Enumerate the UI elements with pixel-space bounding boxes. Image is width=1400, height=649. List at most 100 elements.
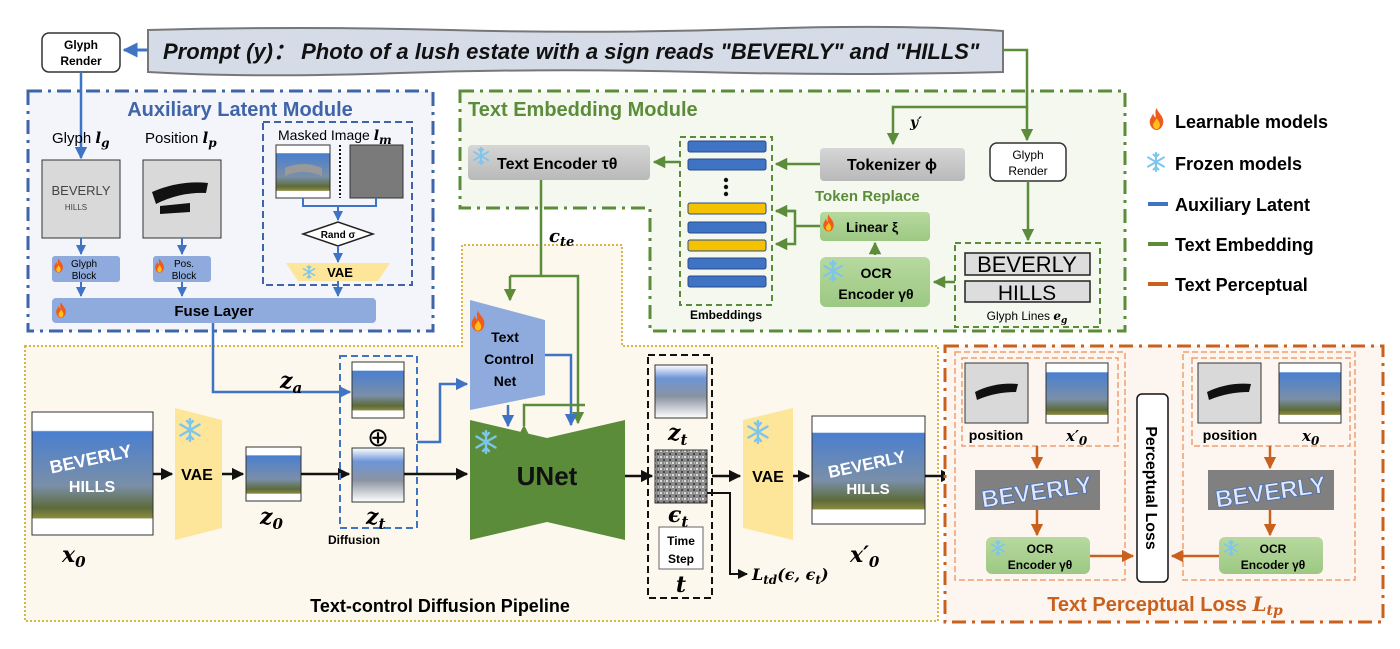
glyph-image-text: BEVERLY	[51, 183, 110, 198]
x0-prime-small-image	[1045, 362, 1109, 424]
svg-text:Glyph Lines eg: Glyph Lines eg	[987, 309, 1068, 326]
unet: UNet	[470, 420, 625, 540]
svg-text:Glyph: Glyph	[1012, 148, 1043, 162]
masked-image-label: Masked Image lm	[278, 127, 392, 147]
x0-small-label: x0	[1301, 427, 1320, 448]
fire-icon	[1149, 108, 1164, 130]
svg-text:Text: Text	[491, 329, 519, 345]
svg-text:UNet: UNet	[517, 461, 578, 491]
svg-text:Encoder γθ: Encoder γθ	[1008, 558, 1073, 572]
text-control-net: Text Control Net	[470, 300, 545, 410]
svg-text:Perceptual Loss: Perceptual Loss	[1142, 426, 1159, 550]
x0-small-image	[1278, 362, 1342, 424]
eps-label: ϵt	[668, 502, 688, 531]
svg-text:HILLS: HILLS	[998, 282, 1056, 305]
legend-text-perceptual: Text Perceptual	[1175, 275, 1308, 295]
crop-image-left	[975, 470, 1100, 510]
y-prime-label: y′	[909, 115, 922, 131]
embedding-row-yellow	[687, 239, 767, 252]
svg-text:OCR: OCR	[1260, 542, 1287, 556]
ellipsis-dot	[723, 184, 729, 190]
pipeline-title: Text-control Diffusion Pipeline	[310, 596, 570, 616]
mask-image	[349, 144, 404, 199]
svg-text:Encoder γθ: Encoder γθ	[838, 286, 913, 302]
x0-prime-image	[811, 415, 926, 525]
svg-text:Render: Render	[1008, 164, 1047, 178]
vae-decoder: VAE	[743, 408, 793, 540]
glyph-render-box: Glyph Render	[41, 32, 121, 73]
tokenizer: Tokenizer ϕ	[820, 148, 965, 181]
z-a-image	[351, 361, 405, 419]
glyph-render-label: Render	[60, 54, 102, 68]
embedding-row-blue	[687, 140, 767, 153]
embedding-row-blue	[687, 158, 767, 171]
svg-text:Block: Block	[72, 271, 97, 282]
ocr-encoder-embedding: OCR Encoder γθ	[820, 257, 930, 307]
loss-td-label: Ltd(ϵ, ϵt)	[751, 565, 829, 587]
z0-label: z0	[259, 504, 284, 533]
x0-label: x0	[61, 542, 86, 571]
glyph-image	[41, 159, 121, 239]
ocr-encoder-left: OCR Encoder γθ	[986, 537, 1090, 574]
diffusion-box	[339, 355, 418, 529]
text-embedding-title: Text Embedding Module	[468, 99, 698, 121]
svg-text:Glyph: Glyph	[71, 259, 97, 270]
t-label: t	[676, 572, 686, 598]
svg-text:OCR: OCR	[860, 265, 891, 281]
time-step-box: Time Step	[658, 526, 704, 570]
perceptual-loss-box: Perceptual Loss	[1136, 393, 1169, 583]
position-label: Position lp	[145, 129, 217, 150]
zt-output-image	[654, 364, 708, 419]
embeddings-box: Embeddings	[679, 136, 773, 322]
svg-text:BEVERLY: BEVERLY	[977, 252, 1077, 277]
svg-text:Time: Time	[667, 534, 695, 548]
glyph-lines: BEVERLY HILLS Glyph Lines eg	[954, 242, 1101, 328]
svg-text:VAE: VAE	[327, 265, 353, 280]
ocr-encoder-right: OCR Encoder γθ	[1219, 537, 1323, 574]
image-text: HILLS	[846, 481, 889, 498]
zt-image	[351, 447, 405, 503]
add-icon: ⊕	[367, 422, 389, 452]
svg-text:VAE: VAE	[752, 469, 784, 486]
pos-block: Pos. Block	[153, 256, 211, 282]
embedding-row-yellow	[687, 202, 767, 215]
zt-label: zt	[365, 504, 386, 533]
prompt-banner: Prompt (y)： Photo of a lush estate with …	[147, 25, 1004, 77]
ellipsis-dot	[723, 177, 729, 183]
svg-text:Block: Block	[172, 271, 197, 282]
svg-text:Rand σ: Rand σ	[321, 230, 356, 241]
c-te-label: cte	[549, 226, 574, 250]
svg-text:Linear ξ: Linear ξ	[846, 219, 899, 235]
text-control-diffusion-pipeline: cte Text Control Net za BEVERLY HILLS x0…	[24, 180, 954, 622]
svg-text:Text Encoder τθ: Text Encoder τθ	[497, 156, 617, 173]
vae-encoder-masked: VAE	[286, 263, 390, 281]
glyph-block: Glyph Block	[52, 256, 120, 282]
fuse-layer: Fuse Layer	[52, 298, 376, 323]
ellipsis-dot	[723, 191, 729, 197]
x0-prime-small-label: x′0	[1065, 427, 1088, 448]
svg-text:Net: Net	[494, 373, 517, 389]
embedding-row-blue	[687, 257, 767, 270]
prompt-text: Prompt (y)： Photo of a lush estate with …	[163, 39, 980, 64]
svg-text:OCR: OCR	[1027, 542, 1054, 556]
x0-image	[31, 411, 154, 536]
z-a-label: za	[279, 368, 302, 397]
snowflake-icon	[1147, 152, 1165, 172]
text-perceptual-loss-module: position x′0 BEVERLY OCR Encoder γθ Perc…	[943, 344, 1385, 624]
legend-auxiliary-latent: Auxiliary Latent	[1175, 195, 1310, 215]
perceptual-title: Text Perceptual Loss Ltp	[1047, 592, 1283, 619]
svg-text:Step: Step	[668, 552, 694, 566]
text-embedding-module: Text Embedding Module Text Encoder τθ Em…	[458, 48, 1127, 333]
svg-text:Tokenizer ϕ: Tokenizer ϕ	[847, 157, 937, 174]
position-label-right: position	[1203, 427, 1257, 443]
crop-image-right	[1208, 470, 1334, 510]
token-replace-label: Token Replace	[815, 188, 920, 205]
svg-text:Control: Control	[484, 351, 534, 367]
embeddings-label: Embeddings	[690, 308, 762, 322]
position-label-left: position	[969, 427, 1023, 443]
legend-frozen: Frozen models	[1175, 154, 1302, 174]
z0-image	[245, 446, 302, 502]
legend: Learnable models Frozen models Auxiliary…	[1147, 108, 1328, 295]
text-encoder: Text Encoder τθ	[468, 145, 650, 180]
